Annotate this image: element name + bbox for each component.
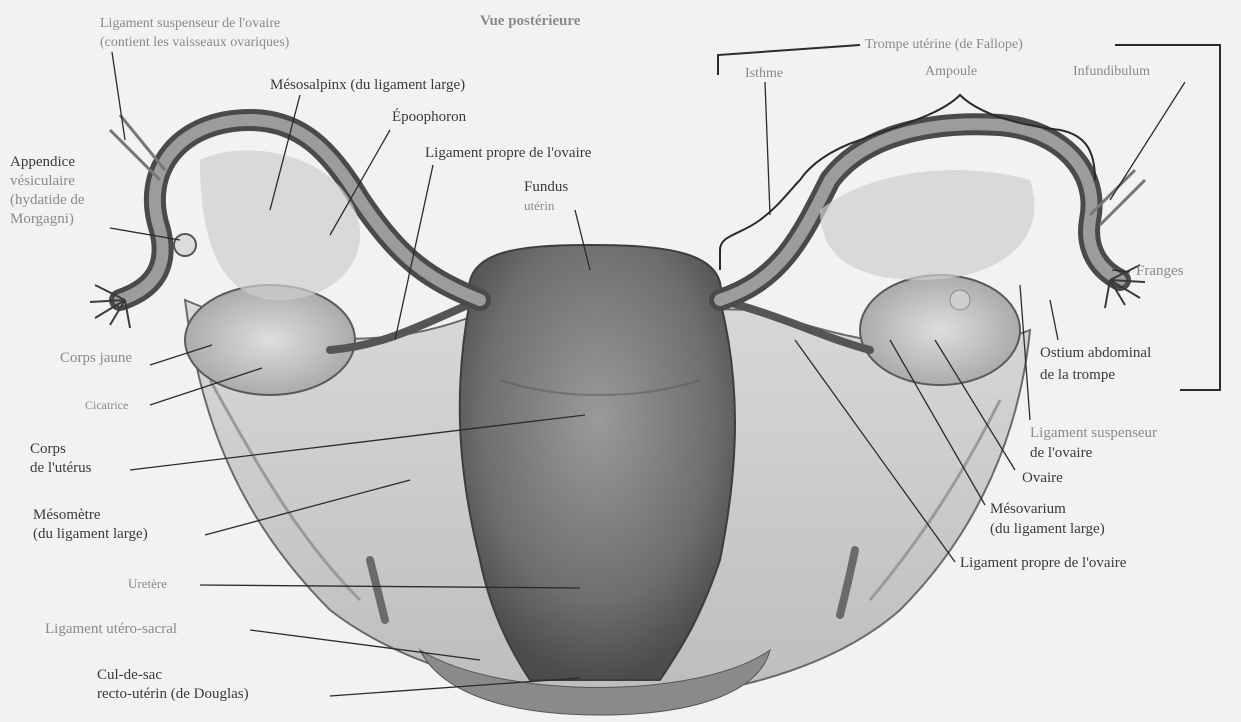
label-mesometrium-2: (du ligament large) bbox=[33, 525, 148, 544]
label-abdominal-ostium-2: de la trompe bbox=[1040, 366, 1115, 385]
label-suspensory-ligament-left-2: (contient les vaisseaux ovariques) bbox=[100, 33, 289, 52]
label-fundus-1: Fundus bbox=[524, 178, 568, 197]
label-uterine-body-2: de l'utérus bbox=[30, 459, 91, 478]
right-ovary bbox=[860, 275, 1020, 385]
label-ovary: Ovaire bbox=[1022, 469, 1063, 488]
label-isthmus: Isthme bbox=[745, 64, 783, 83]
view-title: Vue postérieure bbox=[480, 12, 580, 31]
label-ampulla: Ampoule bbox=[925, 62, 977, 81]
label-mesovarium-2: (du ligament large) bbox=[990, 520, 1105, 539]
label-suspensory-ligament-right-1: Ligament suspenseur bbox=[1030, 424, 1157, 443]
label-abdominal-ostium-1: Ostium abdominal bbox=[1040, 344, 1151, 363]
label-fallopian-tube: Trompe utérine (de Fallope) bbox=[865, 35, 1023, 54]
label-cul-de-sac-2: recto-utérin (de Douglas) bbox=[97, 685, 249, 704]
label-suspensory-ligament-right-2: de l'ovaire bbox=[1030, 444, 1092, 463]
label-uterosacral-ligament: Ligament utéro-sacral bbox=[45, 620, 177, 639]
label-cul-de-sac-1: Cul-de-sac bbox=[97, 666, 162, 685]
label-mesometrium-1: Mésomètre bbox=[33, 506, 100, 525]
label-mesosalpinx: Mésosalpinx (du ligament large) bbox=[270, 76, 465, 95]
uterus-body bbox=[460, 245, 735, 680]
label-appendix-3: (hydatide de bbox=[10, 191, 85, 210]
label-uterine-body-1: Corps bbox=[30, 440, 66, 459]
label-infundibulum: Infundibulum bbox=[1073, 62, 1150, 81]
left-ovary bbox=[185, 285, 355, 395]
label-ureter: Uretère bbox=[128, 574, 167, 593]
label-appendix-1: Appendice bbox=[10, 153, 75, 172]
label-fundus-2: utérin bbox=[524, 196, 554, 215]
label-ovarian-ligament-bottom: Ligament propre de l'ovaire bbox=[960, 554, 1126, 573]
appendix-vesicular bbox=[174, 234, 196, 256]
label-mesovarium-1: Mésovarium bbox=[990, 500, 1066, 519]
label-appendix-4: Morgagni) bbox=[10, 210, 74, 229]
label-suspensory-ligament-left-1: Ligament suspenseur de l'ovaire bbox=[100, 14, 280, 33]
label-ovarian-ligament-top: Ligament propre de l'ovaire bbox=[425, 144, 591, 163]
label-epoophoron: Époophoron bbox=[392, 108, 466, 127]
label-appendix-2: vésiculaire bbox=[10, 172, 75, 191]
label-scar: Cicatrice bbox=[85, 396, 128, 415]
label-corpus-luteum: Corps jaune bbox=[60, 349, 132, 368]
label-fimbriae: Franges bbox=[1136, 262, 1184, 281]
